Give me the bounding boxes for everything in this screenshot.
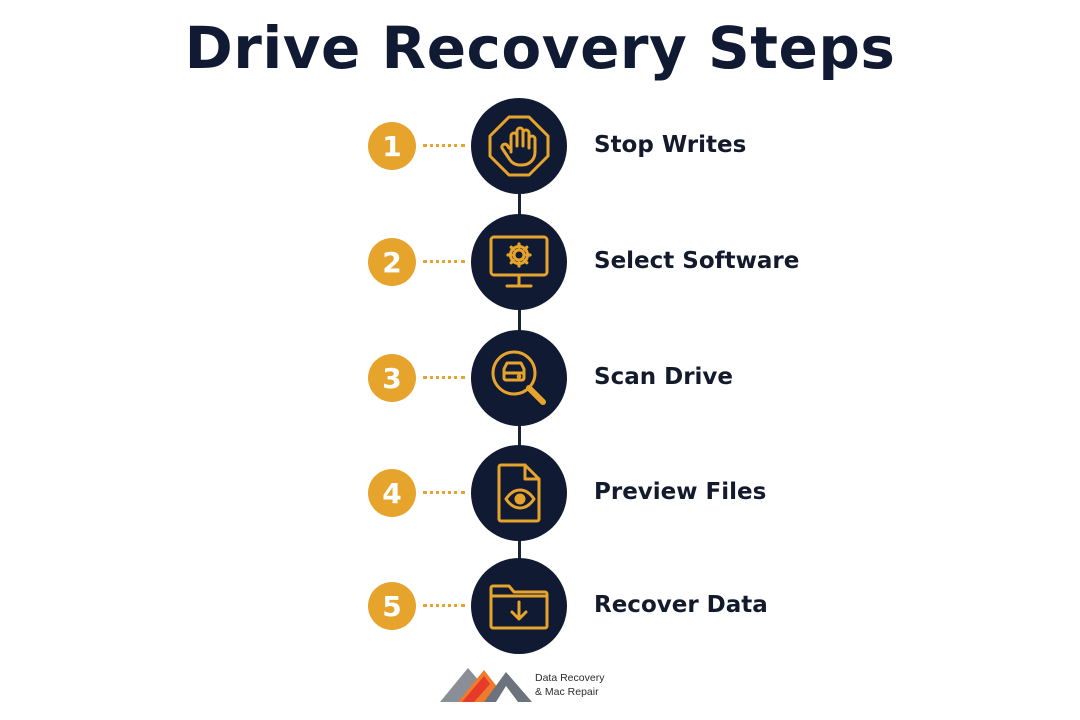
step-2: 2 Select Software — [0, 214, 1080, 310]
timeline-connector — [518, 194, 521, 215]
dotted-leader — [423, 491, 465, 494]
step-label: Preview Files — [594, 479, 767, 505]
logo-line-2: & Mac Repair — [535, 686, 599, 698]
company-logo: Data Recovery & Mac Repair — [440, 662, 640, 706]
dotted-leader — [423, 604, 465, 607]
timeline-connector — [518, 540, 521, 559]
step-label: Stop Writes — [594, 132, 747, 158]
step-label: Recover Data — [594, 592, 768, 618]
logo-line-1: Data Recovery — [535, 672, 605, 684]
step-label: Select Software — [594, 248, 800, 274]
step-number-badge: 4 — [368, 469, 416, 517]
stop-hand-icon — [488, 115, 550, 177]
step-3: 3 Scan Drive — [0, 330, 1080, 426]
step-number-badge: 3 — [368, 354, 416, 402]
timeline-connector — [518, 425, 521, 446]
monitor-gear-icon — [489, 235, 549, 288]
dotted-leader — [423, 260, 465, 263]
step-icon-circle — [471, 330, 567, 426]
step-icon-circle — [471, 98, 567, 194]
step-5: 5 Recover Data — [0, 558, 1080, 654]
step-icon-circle — [471, 445, 567, 541]
step-4: 4 Preview Files — [0, 445, 1080, 541]
file-eye-icon — [497, 463, 541, 523]
step-1: 1 Stop Writes — [0, 98, 1080, 194]
timeline-connector — [518, 309, 521, 331]
dotted-leader — [423, 376, 465, 379]
drive-magnifier-icon — [491, 350, 546, 405]
step-number-badge: 5 — [368, 582, 416, 630]
step-label: Scan Drive — [594, 364, 734, 390]
step-number-badge: 2 — [368, 238, 416, 286]
logo-text: Data Recovery & Mac Repair — [535, 671, 604, 699]
step-icon-circle — [471, 558, 567, 654]
page-title: Drive Recovery Steps — [184, 14, 896, 82]
step-number-badge: 1 — [368, 122, 416, 170]
folder-download-icon — [489, 584, 549, 630]
dotted-leader — [423, 144, 465, 147]
step-icon-circle — [471, 214, 567, 310]
logo-mark-icon — [440, 668, 532, 702]
